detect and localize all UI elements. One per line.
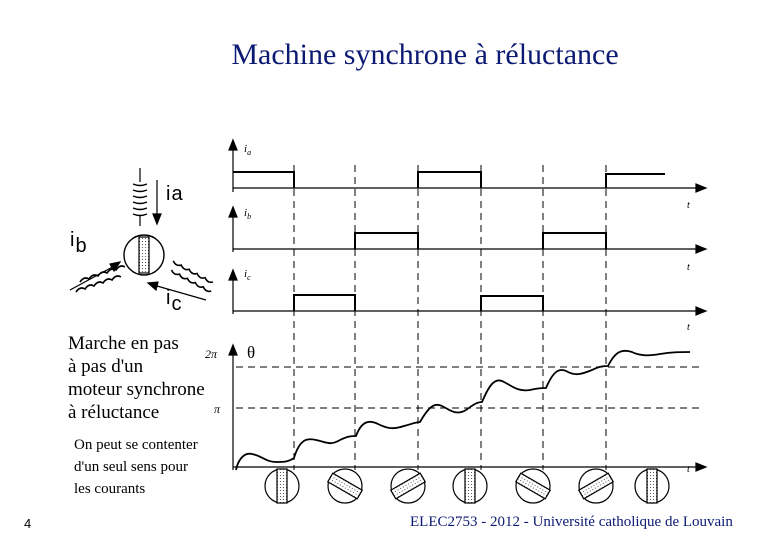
t-label-c: t [687,322,690,333]
note-line: d'un seul sens pour [74,459,188,475]
svg-text:ia: ia [244,143,251,157]
svg-text:ia: ia [166,183,183,205]
t-label-b: t [687,262,690,273]
pi-label: π [214,402,221,416]
current-waveforms [233,171,665,311]
theta-curve [235,349,691,471]
phase-c-label: i [166,287,170,309]
t-label-theta: t [687,464,690,475]
ic-axis-label: i [244,268,247,280]
time-markers [293,165,607,470]
phase-b-label: i [70,229,74,251]
footer-text: ELEC2753 - 2012 - Université catholique … [410,514,733,530]
svg-text:ib: ib [70,229,87,257]
marche-line: Marche en pas [68,333,179,354]
svg-text:ib: ib [244,207,251,221]
note-line: On peut se contenter [74,437,198,453]
t-label-a: t [687,200,690,211]
svg-text:ic: ic [244,268,251,282]
axes [228,138,708,472]
two-pi-label: 2π [205,347,218,361]
ia-axis-label: i [244,143,247,155]
marche-line: à réluctance [68,402,160,423]
slide-number: 4 [24,516,32,531]
marche-line: à pas d'un [68,356,144,377]
theta-label: θ [247,343,255,362]
machine-sketch [69,168,214,301]
courant-note: On peut se contenter d'un seul sens pour… [74,434,198,500]
rotor-positions [264,468,670,504]
ib-axis-label: i [244,207,247,219]
svg-text:ic: ic [166,287,181,315]
note-line: les courants [74,481,146,497]
slide-title: Machine synchrone à réluctance [231,38,619,71]
marche-description: Marche en pas à pas d'un moteur synchron… [68,332,205,424]
marche-line: moteur synchrone [68,379,205,400]
phase-a-label: i [166,183,170,205]
